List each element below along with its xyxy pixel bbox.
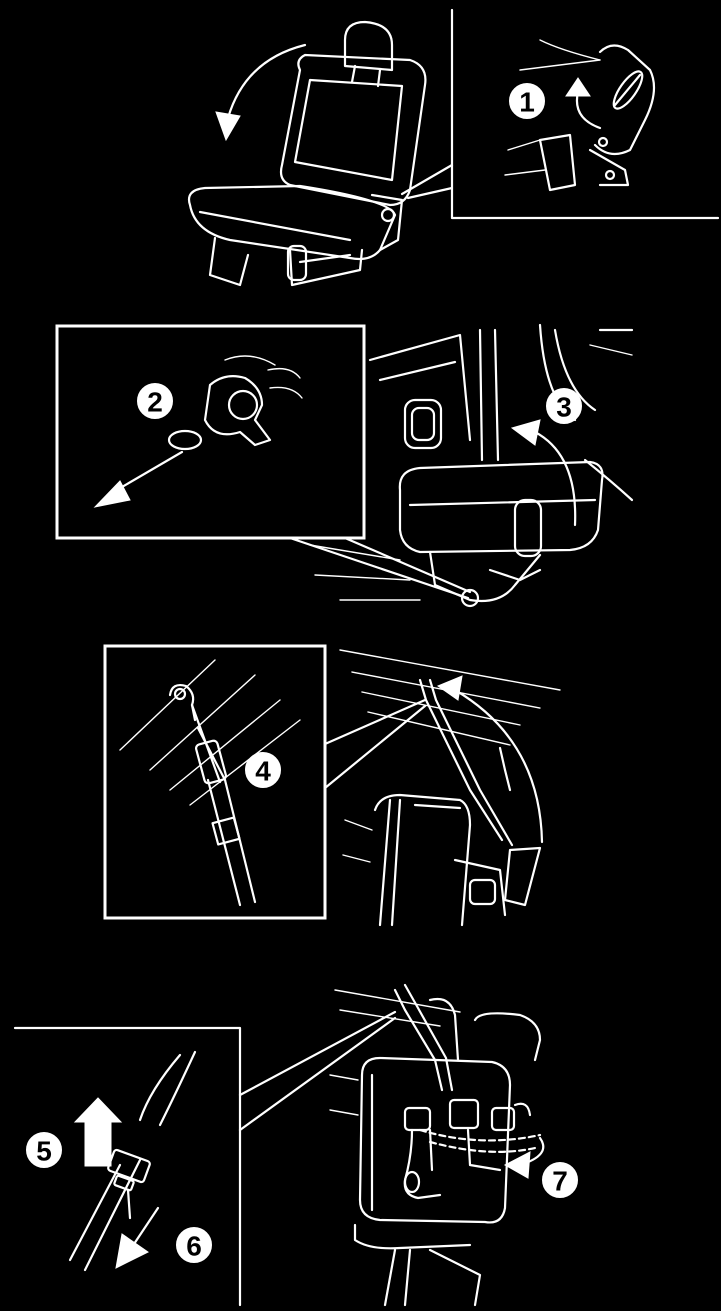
step-6-label: 6: [186, 1231, 202, 1262]
step-2-marker: 2: [137, 383, 173, 419]
step-5-label: 5: [36, 1136, 52, 1167]
step-7-marker: 7: [542, 1162, 578, 1198]
step-2-label: 2: [147, 387, 163, 418]
panel-strap-release: 4: [103, 644, 561, 927]
step-3-label: 3: [556, 392, 572, 423]
panel-strap-hook: 5 6: [13, 983, 578, 1307]
panel-cushion-lift: 2 3: [55, 323, 634, 608]
panel-seat-recline: 1: [187, 8, 720, 287]
step-5-marker: 5: [26, 1132, 62, 1168]
step-7-label: 7: [552, 1166, 568, 1197]
step-1-label: 1: [519, 87, 535, 118]
step-6-marker: 6: [176, 1227, 212, 1263]
step-1-marker: 1: [509, 83, 545, 119]
step-4-marker: 4: [245, 752, 281, 788]
step-4-label: 4: [255, 756, 271, 787]
step-3-marker: 3: [546, 388, 582, 424]
